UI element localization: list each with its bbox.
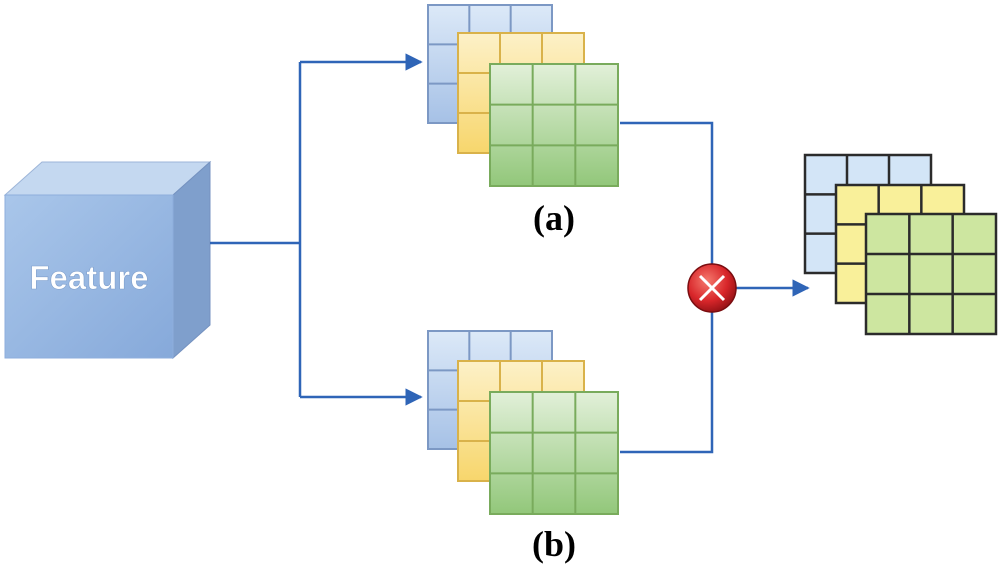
grid-layer-green-background [489, 63, 619, 187]
b-to-operator-line [620, 304, 714, 454]
cube-side-face [172, 160, 211, 360]
output-layer-green-background [864, 212, 998, 336]
grid-layer-green-background [489, 391, 619, 515]
cube-front-face [4, 194, 174, 359]
branch-b-label: (b) [532, 524, 576, 564]
multiply-circle-icon [687, 263, 737, 313]
branch-a-label: (a) [533, 198, 575, 238]
a-to-operator-line [620, 121, 714, 264]
attention-map-stack-b [427, 330, 619, 515]
grid-layer-green [489, 63, 619, 187]
output-layer-green [864, 212, 998, 336]
feature-cube: Feature [3, 160, 212, 360]
connectors [210, 53, 810, 454]
output-feature-stack [803, 153, 998, 336]
grid-layer-green [489, 391, 619, 515]
feature-label: Feature [29, 259, 148, 296]
attention-map-stack-a [427, 4, 619, 187]
